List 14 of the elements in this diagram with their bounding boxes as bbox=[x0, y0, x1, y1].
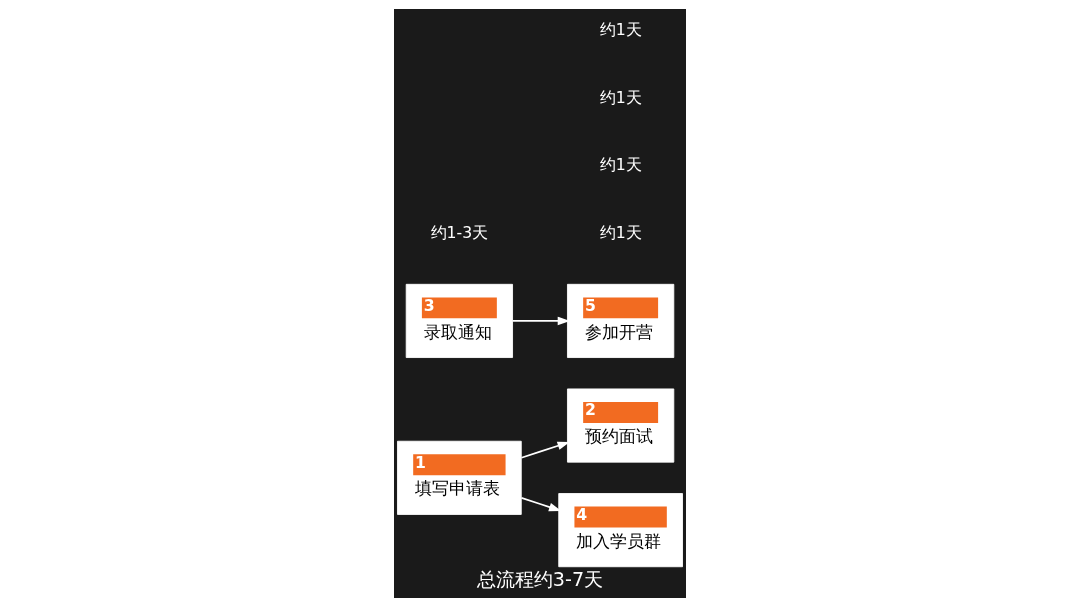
node-box: 3 录取通知 bbox=[405, 283, 513, 358]
caption: 总流程约3-7天 bbox=[476, 567, 604, 591]
label: 约1天 bbox=[599, 223, 642, 243]
node-box: 1 填写申请表 bbox=[397, 440, 522, 515]
arrow bbox=[520, 497, 562, 512]
label: 约1天 bbox=[599, 19, 642, 39]
label: 约1天 bbox=[599, 87, 642, 107]
node-box: 2 预约面试 bbox=[567, 388, 675, 463]
label: 约1天 bbox=[599, 155, 642, 175]
arrow bbox=[511, 316, 570, 326]
arrow bbox=[520, 441, 570, 459]
node-box: 5 参加开营 bbox=[567, 283, 675, 358]
node-box: 4 加入学员群 bbox=[558, 493, 683, 568]
label: 约1-3天 bbox=[430, 223, 489, 243]
